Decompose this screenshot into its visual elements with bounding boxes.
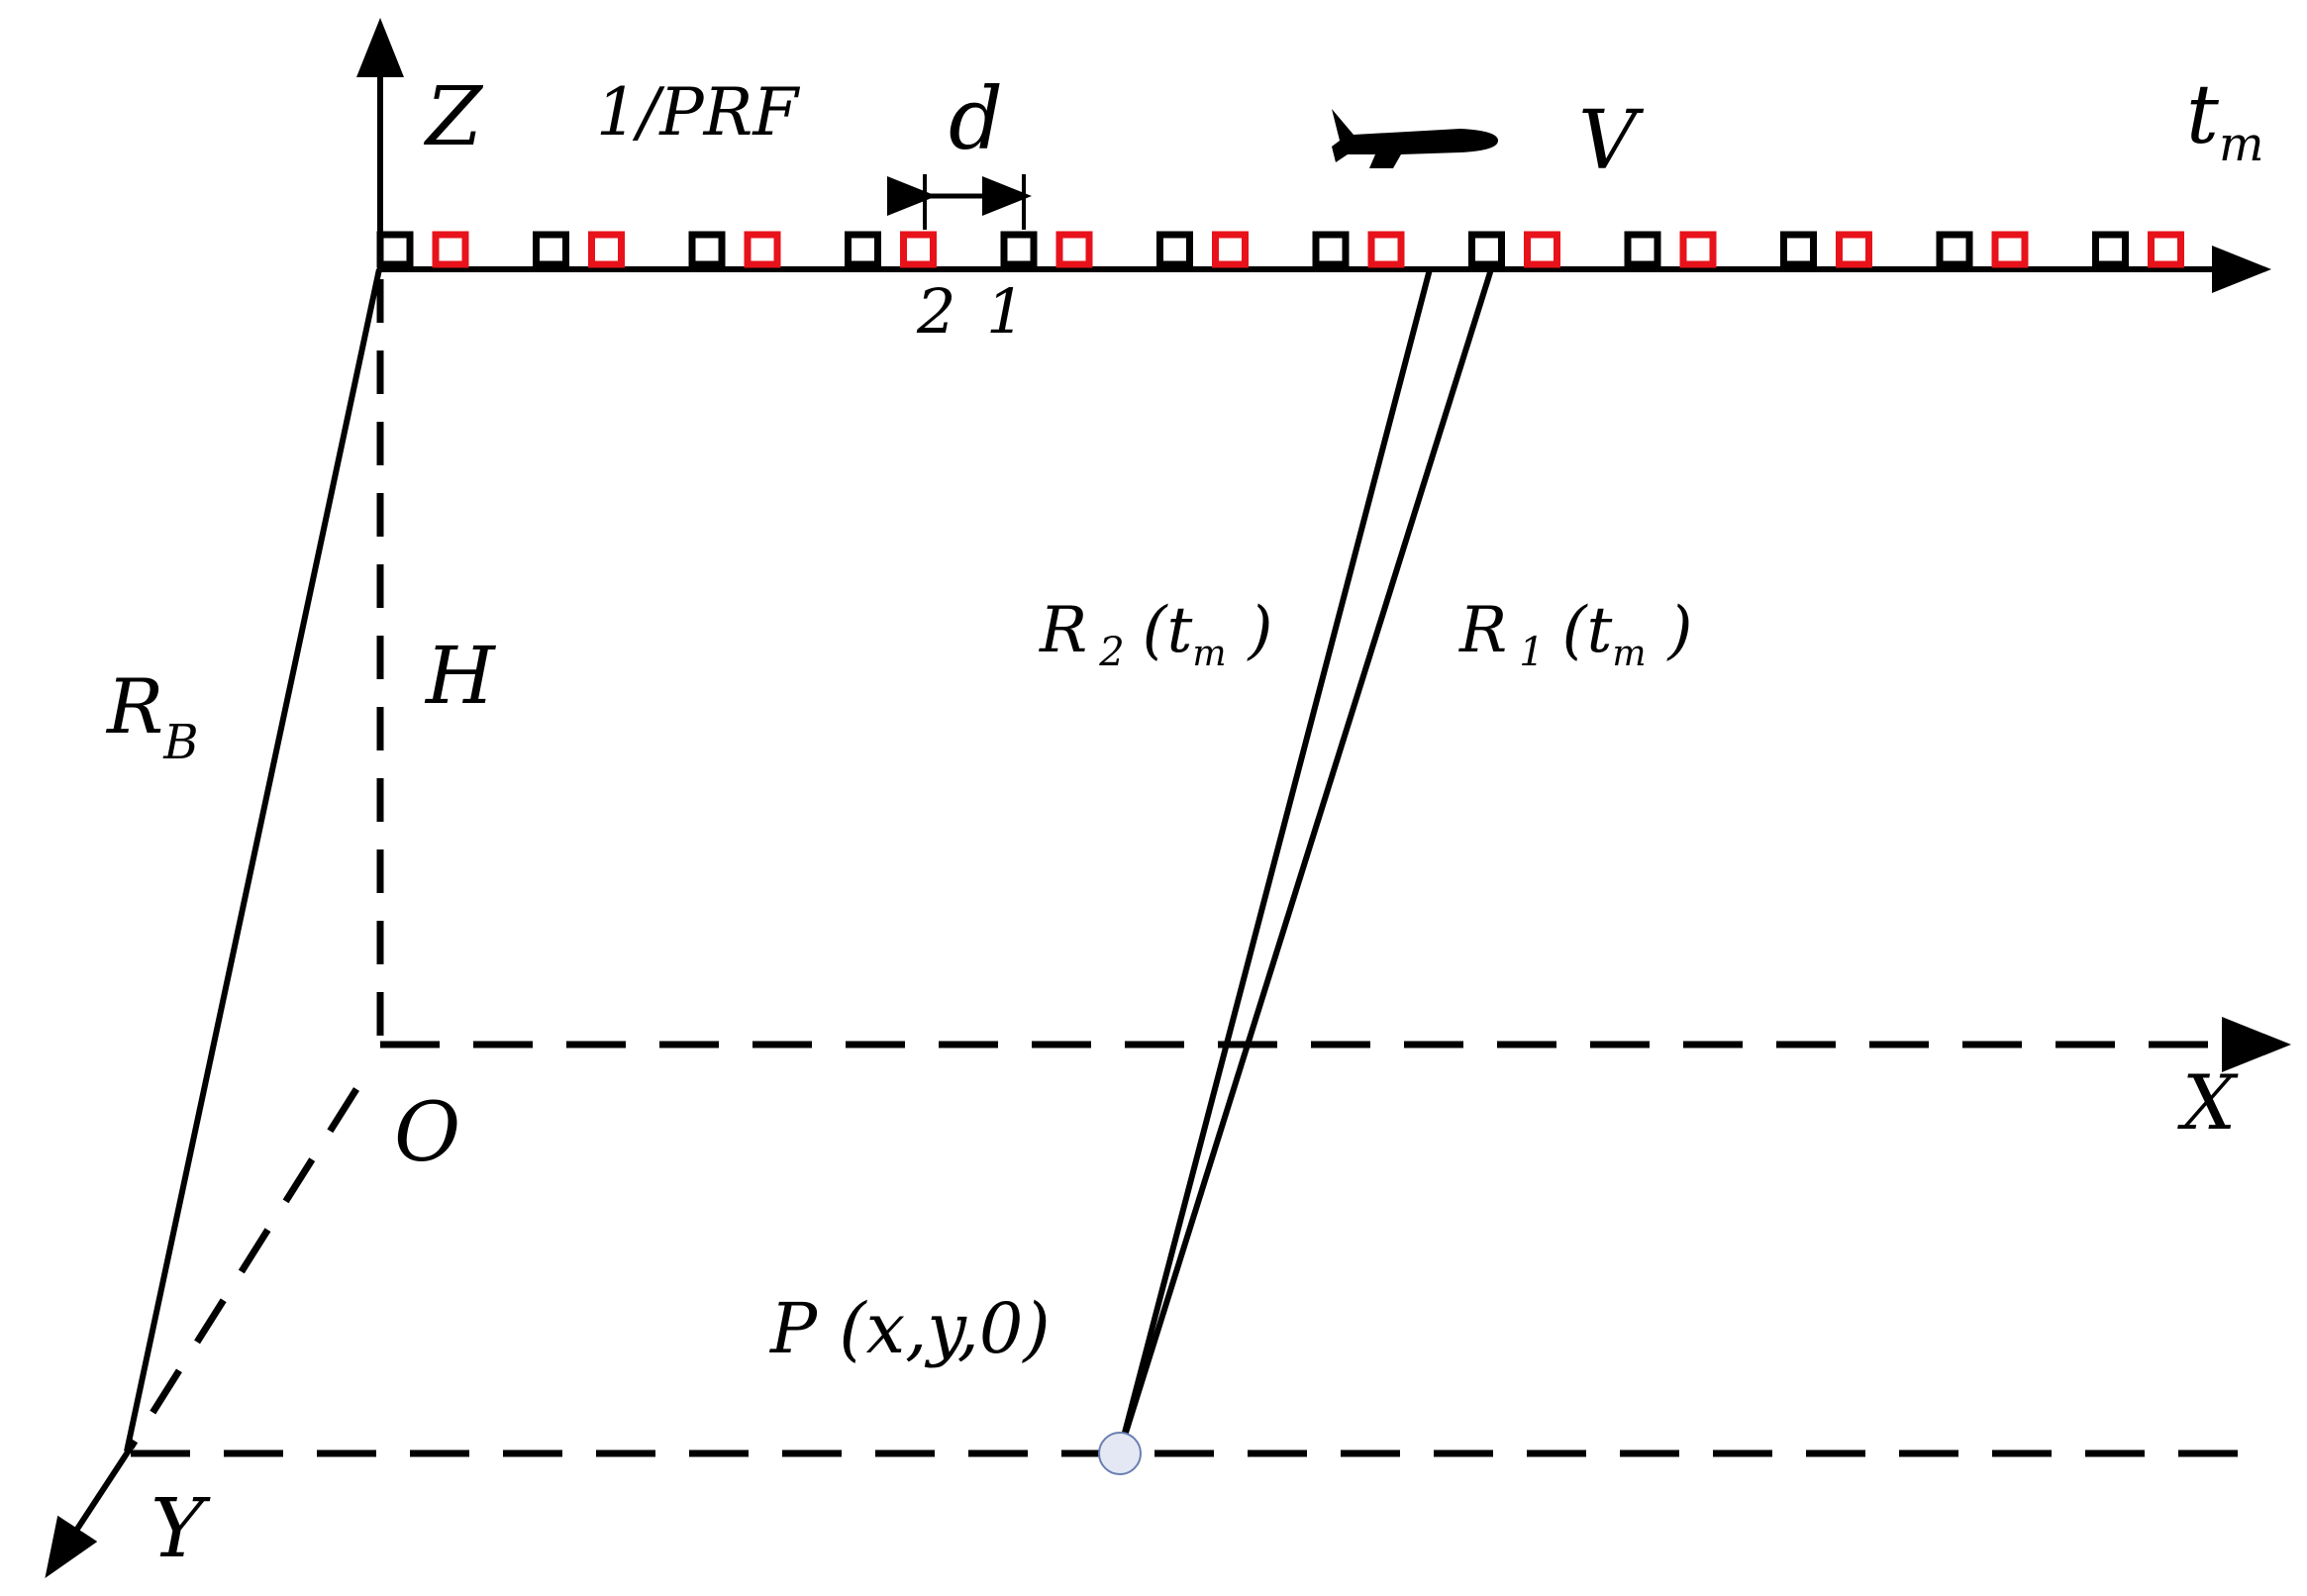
r1-slant-range [1117,268,1494,1452]
velocity-label: V [1578,94,1645,188]
antenna-1-position [533,231,569,268]
antenna-1-position [1000,231,1038,268]
antenna-2-position [1212,231,1249,268]
z-axis-label: Z [423,70,484,164]
tm-axis-label: tm [2186,68,2263,172]
antenna-1-position [845,231,881,268]
prf-label: 1/PRF [596,74,800,150]
antenna-2-position [900,231,937,268]
y-axis-label: Y [150,1482,211,1576]
target-point [1098,1432,1142,1475]
antenna-2-position [744,231,781,268]
antenna-2-label: 2 [916,275,955,348]
target-point-label: P (x,y,0) [768,1288,1051,1369]
antenna-1-position [1156,231,1193,268]
airplane-icon [1332,109,1498,168]
height-label: H [424,630,497,722]
antenna-2-position [1991,231,2029,268]
antenna-1-position [1312,231,1350,268]
antenna-1-label: 1 [986,275,1025,348]
rb-label: RB [105,662,199,770]
antenna-2-position [588,231,625,268]
spacing-d-label: d [949,70,1003,169]
antenna-1-position [1468,231,1505,268]
antenna-2-position [2148,231,2184,268]
x-axis-label: X [2177,1058,2239,1147]
antenna-2-position [1367,231,1405,268]
antenna-1-position [376,231,414,268]
antenna-2-position [1524,231,1560,268]
antenna-positions [376,231,2184,268]
antenna-1-position [1624,231,1661,268]
antenna-1-position [2092,231,2129,268]
antenna-1-position [1936,231,1973,268]
y-axis [128,1087,359,1449]
antenna-2-position [1836,231,1872,268]
antenna-2-position [1679,231,1717,268]
y-axis-arrow [45,1446,134,1579]
antenna-1-position [688,231,726,268]
antenna-2-position [1055,231,1093,268]
origin-label: O [394,1086,460,1180]
antenna-1-position [1780,231,1817,268]
r2-slant-range [1117,268,1433,1452]
rb-slant-line [124,268,382,1452]
antenna-2-position [432,231,469,268]
